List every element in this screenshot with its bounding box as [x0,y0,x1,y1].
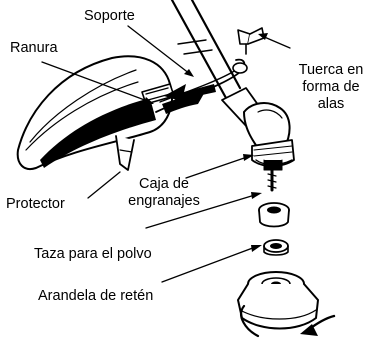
retaining-washer [263,239,289,256]
soporte-label: Soporte [84,8,135,24]
protector-label: Protector [6,196,65,212]
tuerca-label: Tuerca en forma de alas [298,62,364,112]
protector-guard [16,55,175,171]
leader-arrowheads [143,33,268,252]
leader-lines [41,25,291,283]
insert-arrow [164,84,216,104]
caja-label: Caja de engranajes [128,176,200,209]
wing-nut [237,27,265,55]
gear-housing [221,87,295,192]
taza-label: Taza para el polvo [34,246,152,262]
dust-cup [258,202,290,228]
ranura-label: Ranura [10,40,58,56]
trimmer-head [237,271,336,338]
arandela-label: Arandela de retén [38,288,154,304]
